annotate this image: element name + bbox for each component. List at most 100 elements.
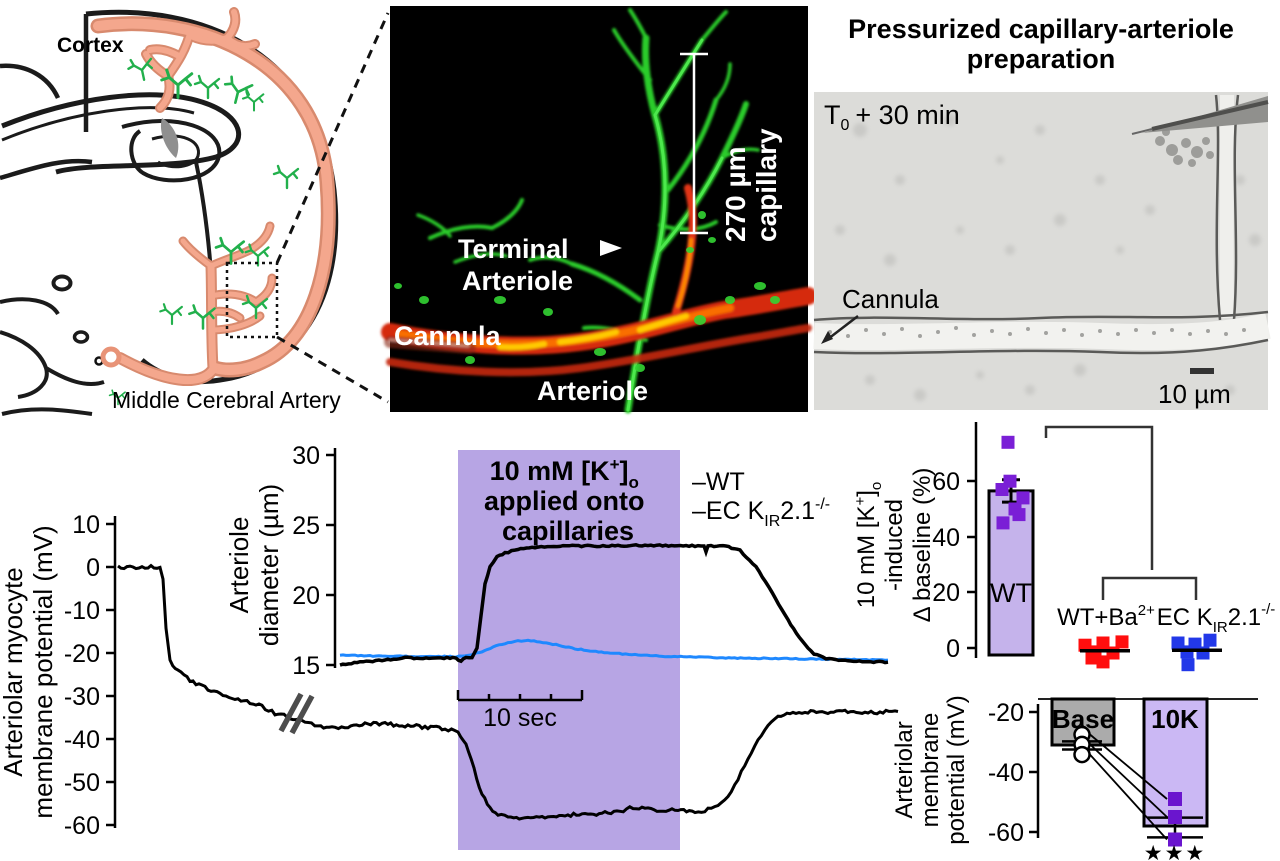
brightfield-texture [835,114,1261,401]
mv-ylabel-line2: membrane [917,713,944,828]
prep-cannula-label: Cannula [842,284,939,314]
delta-ylabel-line3: Δ baseline (%) [909,468,936,623]
group-label-ec: EC KIR2.1-/- [1157,601,1276,636]
link-line [1089,733,1168,800]
membrane-ylabel-line2: membrane potential (mV) [28,525,58,818]
tick-label: -20 [64,640,100,668]
link-line [1089,743,1168,818]
hippocampus [121,118,222,183]
tick-label: 25 [292,512,320,540]
scatter-point [1001,435,1015,449]
arrowhead-icon [600,240,622,256]
mv-ylabel-line1: Arteriolar [891,721,918,818]
cortex-label: Cortex [57,34,124,57]
fluor-cannula-label: Cannula [394,321,501,351]
brightfield-image [814,92,1268,410]
scatter-point [1012,508,1026,522]
stimulus-label: 10 mM [K+]o applied onto capillaries [484,455,652,546]
k10-point [1168,792,1182,806]
scatter-point [995,483,1009,496]
brain-midline [0,14,93,181]
membrane-trace [117,563,899,821]
diameter-ylabel-line2: diameter (µm) [254,484,284,646]
tick-label: 0 [86,554,100,582]
legend-wt: –WT [692,468,745,496]
k10-bar-label: 10K [1151,704,1199,734]
group-label-ba: WT+Ba2+ [1057,602,1155,631]
terminal-arteriole-label: Arteriole [462,266,573,296]
tick-label: 15 [292,652,320,680]
axis-break-marks [278,692,315,735]
arteriole-vessel [381,184,817,377]
tick-label: -60 [988,819,1024,847]
tick-label: 20 [292,582,320,610]
tick-label: 0 [946,635,960,663]
significance-bracket [1044,425,1198,600]
scatter-point [1096,655,1110,669]
ventricle [51,274,73,292]
inset-dotted-box [225,261,279,339]
link-line [1089,753,1168,841]
mca-label: Middle Cerebral Artery [112,387,341,413]
delta-ylabel-line1: 10 mM [K+]o [852,482,885,608]
k10-point [1168,832,1182,847]
scalebar-label: 10 µm [1158,379,1231,409]
prep-title-line1: Pressurized capillary-arteriole [848,14,1234,44]
membrane-trace-plot: 10 0 -10 -20 -30 -40 -50 -60 Arteriolar … [0,511,899,840]
mv-y-axis [1029,704,1040,838]
legend-ec: –EC KIR2.1-/- [692,496,830,530]
tick-label: -40 [988,759,1024,787]
tick-label: 30 [292,442,320,470]
tick-label: -40 [64,726,100,754]
lectin-label: Lectin [400,13,482,44]
timepoint-label: T0+ 30 min [824,100,960,134]
tick-label: -60 [64,812,100,840]
fluorescence-panel: 270 µmcapillary Lectin Acta2-mCherry Ter… [381,6,817,414]
arteriole-label: Arteriole [537,376,648,406]
scatter-point [1115,635,1129,649]
diameter-trace-plot: 30 25 20 15 Arteriole diameter (µm) 10 m… [224,442,889,732]
corpus-callosum-inner [1,106,195,142]
diameter-trace-wt [339,543,889,667]
scatter-point [1203,633,1217,647]
membrane-ylabel-line1: Arteriolar myocyte [0,567,28,777]
tick-label: -50 [64,769,100,797]
inset-connector-lines [275,12,390,404]
mca-ring [100,346,122,368]
membrane-bar-plot: -20 -40 -60 Arteriolar membrane potentia… [891,695,1258,861]
capillary-length-label: 270 µmcapillary [720,128,782,242]
artery-layer [93,9,334,384]
scatter-point [996,516,1010,530]
terminal-label: Terminal [458,234,569,264]
scatter-point [1085,651,1099,665]
cannula-arrowhead-icon [821,331,833,344]
capillary-measure-line [680,52,708,235]
basal-structures [0,297,105,416]
scatter-point [1016,491,1030,505]
delta-y-axis [967,422,978,658]
tick-label: -20 [988,699,1024,727]
k-stimulus-shade [458,450,680,850]
significance-stars: ★★★ [1144,842,1206,861]
base-point [1073,745,1091,764]
diameter-y-axis [326,448,337,668]
pipette-drawing [1131,96,1269,167]
scatter-point [1181,658,1195,672]
delta-ylabel-line2: -induced [881,499,908,591]
ventricle [72,330,90,344]
lectin-blobs [394,211,780,372]
prep-title-line2: preparation [967,44,1116,74]
tick-label: -10 [64,597,100,625]
prep-panel: Pressurized capillary-arteriole preparat… [813,14,1271,410]
tick-label: 10 [72,511,100,539]
time-scalebar-label: 10 sec [483,704,557,732]
acta2-label: Acta2-mCherry [398,49,599,80]
mv-ylabel-line3: potential (mV) [943,695,970,844]
tick-label: 20 [932,579,960,607]
scalebar [1190,368,1214,374]
wt-bar-label: WT [990,578,1032,608]
brain-diagram-panel: Cortex Middle Cerebral Artery [0,7,390,416]
membrane-y-axis [106,516,117,828]
